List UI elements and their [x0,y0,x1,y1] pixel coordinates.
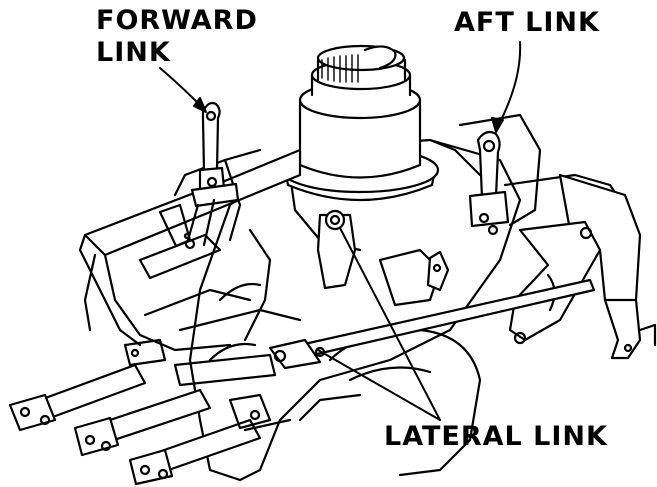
right-support-bracket [508,173,657,360]
lateral-link-rod [268,250,596,370]
center-pivot [316,209,357,290]
forward-link-assembly [158,101,240,250]
lateral-link-label: LATERAL LINK [384,421,608,452]
aft-link-assembly [458,113,632,236]
mast-cylinder [280,44,440,202]
actuator-rods [8,338,292,486]
aft-link-label: AFT LINK [454,7,600,38]
forward-link-label-line2: LINK [96,37,171,68]
forward-link-label-line1: FORWARD [96,5,258,36]
leader-lines [159,41,522,421]
